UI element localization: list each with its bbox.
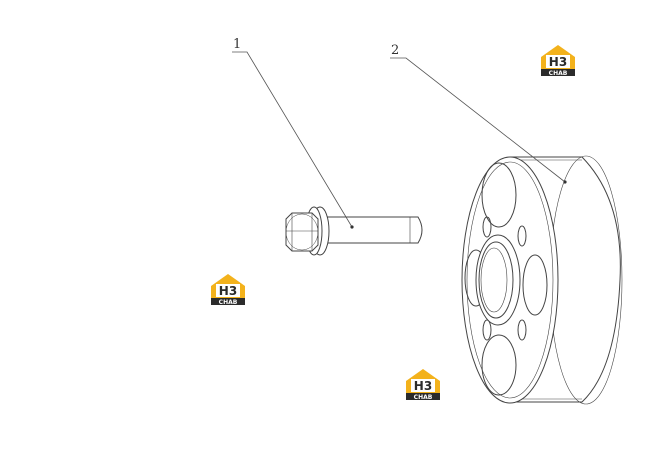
svg-text:CHAB: CHAB (414, 394, 433, 401)
leader-line-1 (232, 51, 353, 228)
watermark-logo: H3 CHAB (211, 274, 245, 306)
callout-1: 1 (233, 37, 241, 52)
bolt-part (285, 206, 423, 256)
svg-text:H3: H3 (219, 284, 237, 298)
watermark-logo: H3 CHAB (541, 45, 575, 77)
leader-line-2 (390, 57, 566, 183)
svg-text:CHAB: CHAB (549, 70, 568, 77)
coupling-part (461, 155, 623, 405)
watermark-logo: H3 CHAB (406, 369, 440, 401)
callout-2: 2 (391, 43, 399, 58)
svg-text:H3: H3 (549, 55, 567, 69)
svg-text:CHAB: CHAB (219, 299, 238, 306)
svg-text:H3: H3 (414, 379, 432, 393)
